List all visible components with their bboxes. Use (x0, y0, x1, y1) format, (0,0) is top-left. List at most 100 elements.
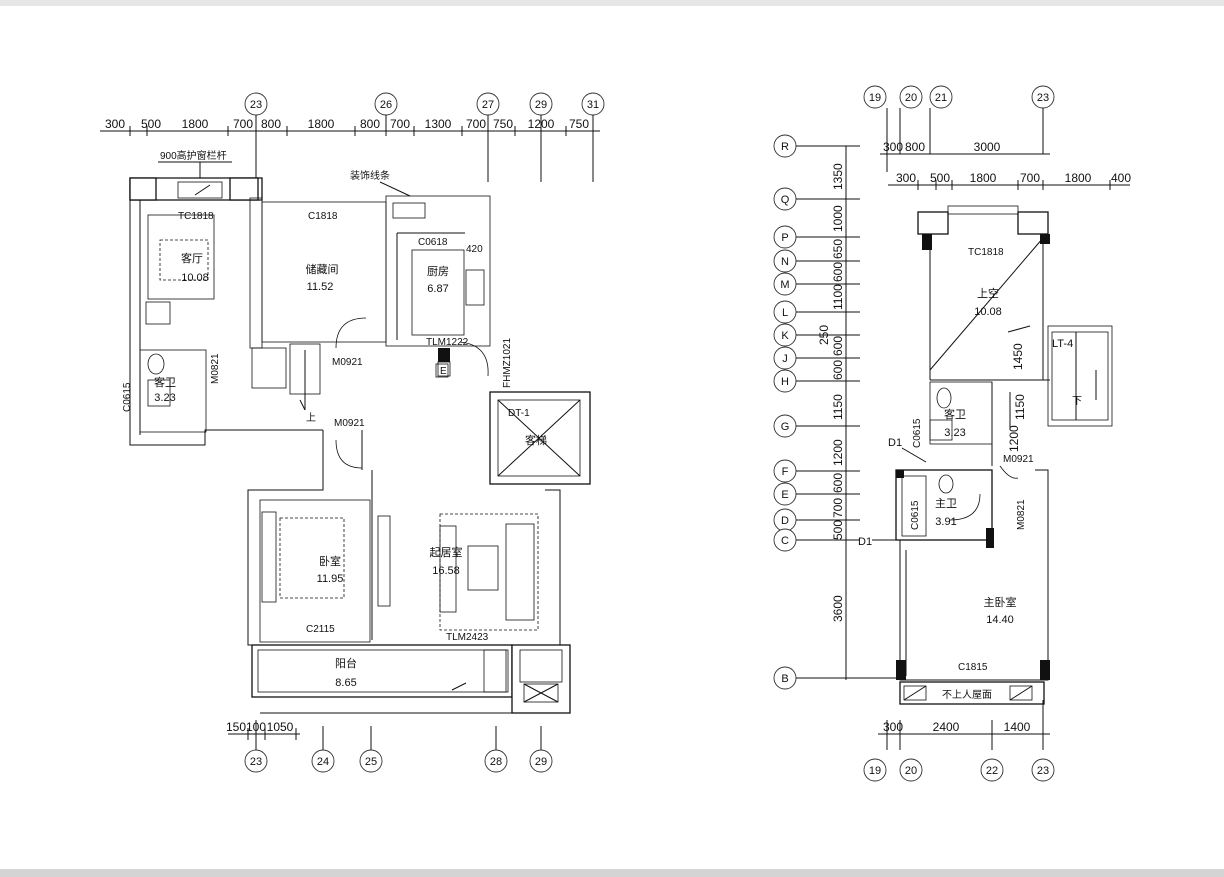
room-area: 11.52 (307, 281, 334, 293)
dimension-text: 700 (466, 117, 486, 131)
axis-label: P (781, 232, 788, 244)
axis-label: K (781, 330, 789, 342)
room-area: 3.23 (154, 392, 175, 404)
dimension-text: 3600 (831, 595, 845, 622)
axis-label: B (781, 673, 788, 685)
axis-label: 23 (1037, 765, 1049, 777)
dimension-text: 1300 (425, 117, 452, 131)
room-name: 厨房 (427, 265, 449, 278)
room-name: 主卧室 (984, 595, 1017, 609)
axis-label: G (781, 421, 790, 433)
mark-label: E (440, 366, 447, 377)
door-label: M0821 (210, 353, 221, 384)
dimension-text: 300 (105, 117, 125, 131)
trim-note: 装饰线条 (350, 169, 390, 182)
room-area: 10.08 (974, 306, 1002, 318)
dimension-text: 500 (831, 520, 845, 540)
right-left-axis-bubbles: R Q P N M L K J H G F E D C B (773, 134, 900, 690)
axis-label: 29 (535, 99, 547, 111)
room-name: 上空 (977, 286, 999, 300)
dimension-text: 800 (360, 117, 380, 131)
dimension-text: 1450 (1011, 343, 1025, 370)
axis-label: Q (781, 194, 790, 206)
right-walls (895, 205, 1113, 705)
axis-label: J (782, 353, 788, 365)
dimension-text: 250 (817, 325, 831, 345)
dimension-text: 1200 (528, 117, 555, 131)
room-name: 卧室 (319, 554, 341, 568)
room-name: 客厅 (181, 251, 203, 265)
room-name: 阳台 (335, 656, 357, 670)
room-area: 6.87 (427, 283, 448, 295)
dimension-text: 1150 (831, 394, 845, 420)
stair-direction: 上 (306, 412, 316, 424)
door-label: M0921 (334, 418, 365, 429)
axis-label: 31 (587, 99, 599, 111)
door-label: M0921 (1003, 454, 1034, 465)
axis-label: 23 (250, 99, 262, 111)
axis-label: L (782, 307, 788, 319)
room-area: 3.23 (944, 427, 965, 439)
axis-label: F (782, 466, 789, 478)
dimension-text: 300 (896, 171, 916, 185)
dimension-text: 1350 (831, 163, 845, 190)
room-area: 14.40 (986, 614, 1014, 626)
dimension-text: 1150 (1013, 394, 1027, 420)
left-top-axis-bubbles: 23 26 27 29 31 (244, 92, 605, 182)
right-top-dimensions: 300 800 3000 300 500 1800 700 1800 400 (880, 140, 1131, 190)
window-label: C0615 (910, 500, 921, 530)
room-name: 主卫 (935, 497, 957, 510)
dimension-text: 1050 (267, 720, 294, 734)
window-label: C2115 (306, 624, 335, 635)
dimension-text: 800 (261, 117, 281, 131)
dimension-text: 700 (1020, 171, 1040, 185)
axis-label: 19 (869, 92, 881, 104)
room-name: 储藏间 (306, 262, 339, 276)
door-label: FHMZ1021 (502, 338, 513, 388)
dimension-text: 1400 (1004, 720, 1031, 734)
elevator-label: DT-1 (508, 408, 530, 419)
bottom-border-strip (0, 869, 1224, 877)
window-label: C0618 (418, 237, 448, 248)
axis-label: 26 (380, 99, 392, 111)
dimension-text: 700 (390, 117, 410, 131)
left-room-labels: 客厅 10.08 储藏间 11.52 厨房 6.87 客卫 3.23 卧室 11… (154, 251, 547, 689)
dimension-text: 700 (233, 117, 253, 131)
window-label: C0615 (912, 418, 923, 448)
right-floor-plan: 19 20 21 23 300 800 3000 (773, 85, 1131, 782)
axis-label: 20 (905, 92, 917, 104)
room-name: 客卫 (154, 375, 176, 389)
room-area: 10.08 (181, 272, 209, 284)
dimension-text: 1800 (182, 117, 209, 131)
dimension-text: 150 (226, 720, 246, 734)
dimension-text: 750 (569, 117, 589, 131)
dimension-text: 750 (493, 117, 513, 131)
dimension-text: 1800 (1065, 171, 1092, 185)
axis-label: 27 (482, 99, 494, 111)
room-area: 16.58 (432, 565, 460, 577)
dimension-text: 3000 (974, 140, 1001, 154)
right-opening-labels: TC1818 LT-4 下 1450 1150 1200 C0615 C0615… (858, 247, 1082, 701)
dimension-note: 420 (466, 244, 483, 255)
right-top-axis-bubbles: 19 20 21 23 (863, 85, 1055, 172)
dimension-text: 1200 (831, 439, 845, 466)
stair-label: LT-4 (1052, 338, 1073, 350)
door-label: M0821 (1016, 499, 1027, 530)
left-top-dimension-chain: 300 500 1800 700 800 1800 800 700 1300 7… (100, 117, 600, 136)
axis-label: H (781, 376, 789, 388)
axis-label: 23 (250, 756, 262, 768)
axis-label: 24 (317, 756, 329, 768)
axis-label: C (781, 535, 789, 547)
top-border-strip (0, 0, 1224, 6)
dimension-text: 2400 (933, 720, 960, 734)
axis-label: 20 (905, 765, 917, 777)
axis-label: 25 (365, 756, 377, 768)
dimension-text: 800 (905, 140, 925, 154)
dimension-text: 500 (141, 117, 161, 131)
window-label: C0615 (122, 382, 133, 412)
room-area: 3.91 (935, 516, 956, 528)
right-vertical-dimensions: 1350 1000 650 600 1100 250 600 600 1150 … (817, 163, 845, 622)
window-label: TC1818 (968, 247, 1004, 258)
